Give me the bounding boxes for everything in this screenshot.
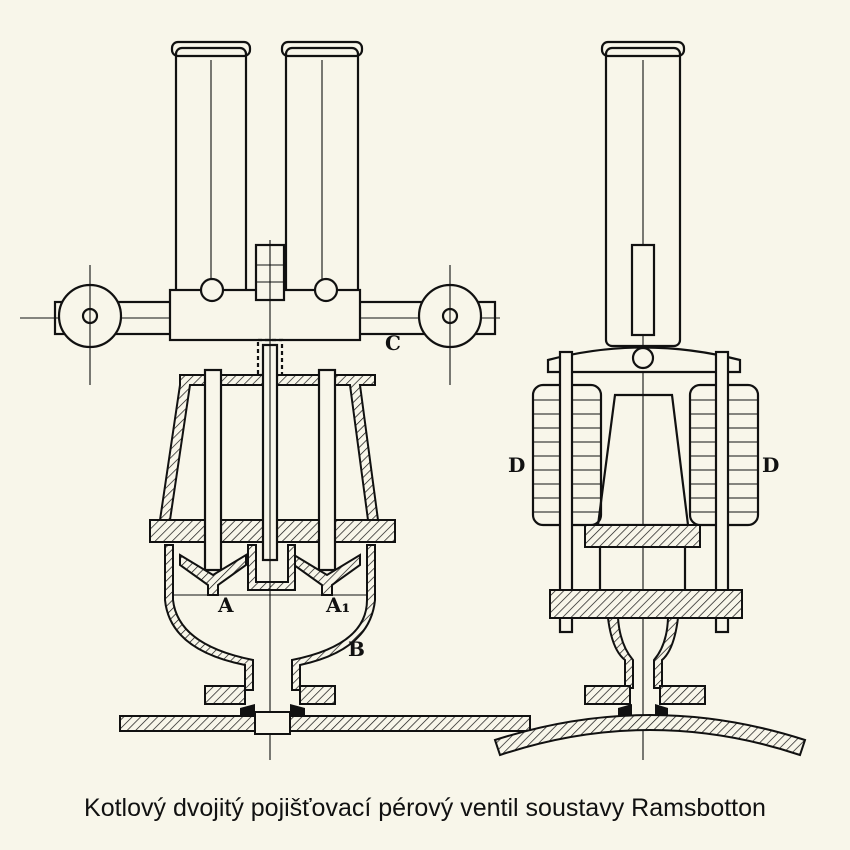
figure-caption: Kotlový dvojitý pojišťovací pérový venti… [84,794,766,822]
label-d-right: D [762,453,779,477]
label-d-left: D [508,453,525,477]
right-flange [549,589,743,619]
double-safety-valve-left [20,40,531,760]
label-c: C [385,331,401,355]
left-boiler-plate [119,715,531,732]
label-a: A [217,593,234,617]
label-a1: A₁ [325,593,350,617]
spring-safety-valve-right [493,40,807,760]
label-b: B [348,637,365,661]
valve-drawing: A A₁ B C D D [20,40,807,760]
right-boiler-plate [493,714,807,757]
